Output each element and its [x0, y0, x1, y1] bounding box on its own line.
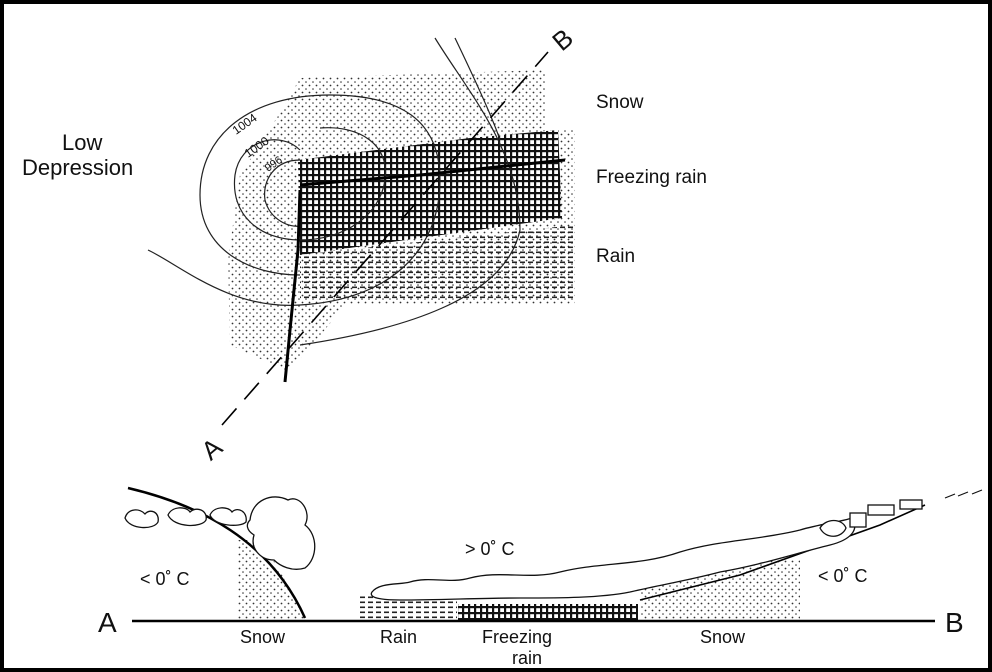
section-line-ab — [221, 51, 549, 426]
rain-zone — [300, 225, 575, 300]
cold-front — [283, 189, 302, 383]
cold-front-profile — [127, 486, 307, 619]
warm-front — [299, 158, 566, 187]
cross-point-a: A — [98, 607, 117, 638]
cross-point-b: B — [945, 607, 964, 638]
snow-fall-left — [238, 540, 308, 620]
cross-section: A B < 0˚ C > 0˚ C < 0˚ C Snow Rain Freez… — [98, 486, 983, 668]
ground-label-freezing-1: Freezing — [482, 627, 552, 647]
isobar-outer — [299, 37, 521, 346]
low-label-line1: Low — [62, 130, 102, 155]
ground-label-rain: Rain — [380, 627, 417, 647]
low-label-line2: Depression — [22, 155, 133, 180]
map-point-b: B — [546, 23, 579, 57]
cloud-upper-2 — [849, 512, 867, 528]
isobar-1004 — [147, 94, 441, 306]
label-snow: Snow — [596, 92, 644, 113]
temp-label-right: < 0˚ C — [818, 566, 868, 586]
cloud-upper-3 — [867, 504, 895, 516]
freezing-rain-zone — [298, 130, 562, 255]
cirrus-wisps — [944, 489, 983, 499]
label-rain: Rain — [596, 246, 635, 267]
clouds — [124, 496, 923, 601]
snow-fall-right — [640, 560, 800, 620]
isobar-right — [454, 37, 501, 141]
cumulonimbus — [246, 496, 316, 570]
label-freezing-rain: Freezing rain — [596, 167, 707, 188]
cloud-small-1 — [124, 509, 159, 529]
isobars — [147, 37, 521, 346]
map-point-a: A — [195, 431, 228, 466]
isobar-label-1004: 1004 — [230, 110, 260, 137]
fronts — [283, 158, 566, 383]
isobar-1000 — [233, 127, 387, 241]
cloud-upper-1 — [819, 519, 847, 537]
temp-label-left: < 0˚ C — [140, 569, 190, 589]
cloud-small-2 — [167, 507, 207, 527]
cloud-small-3 — [209, 507, 247, 526]
ground-label-freezing-2: rain — [512, 648, 542, 668]
ground-label-snow-left: Snow — [240, 627, 286, 647]
isobar-996 — [263, 159, 301, 227]
surface-map: 1004 1000 996 Low Depression A B Snow Fr… — [22, 23, 707, 466]
temp-label-middle: > 0˚ C — [465, 539, 515, 559]
freezing-rain-fall — [458, 604, 638, 620]
cloud-upper-4 — [899, 499, 923, 510]
ground-label-snow-right: Snow — [700, 627, 746, 647]
